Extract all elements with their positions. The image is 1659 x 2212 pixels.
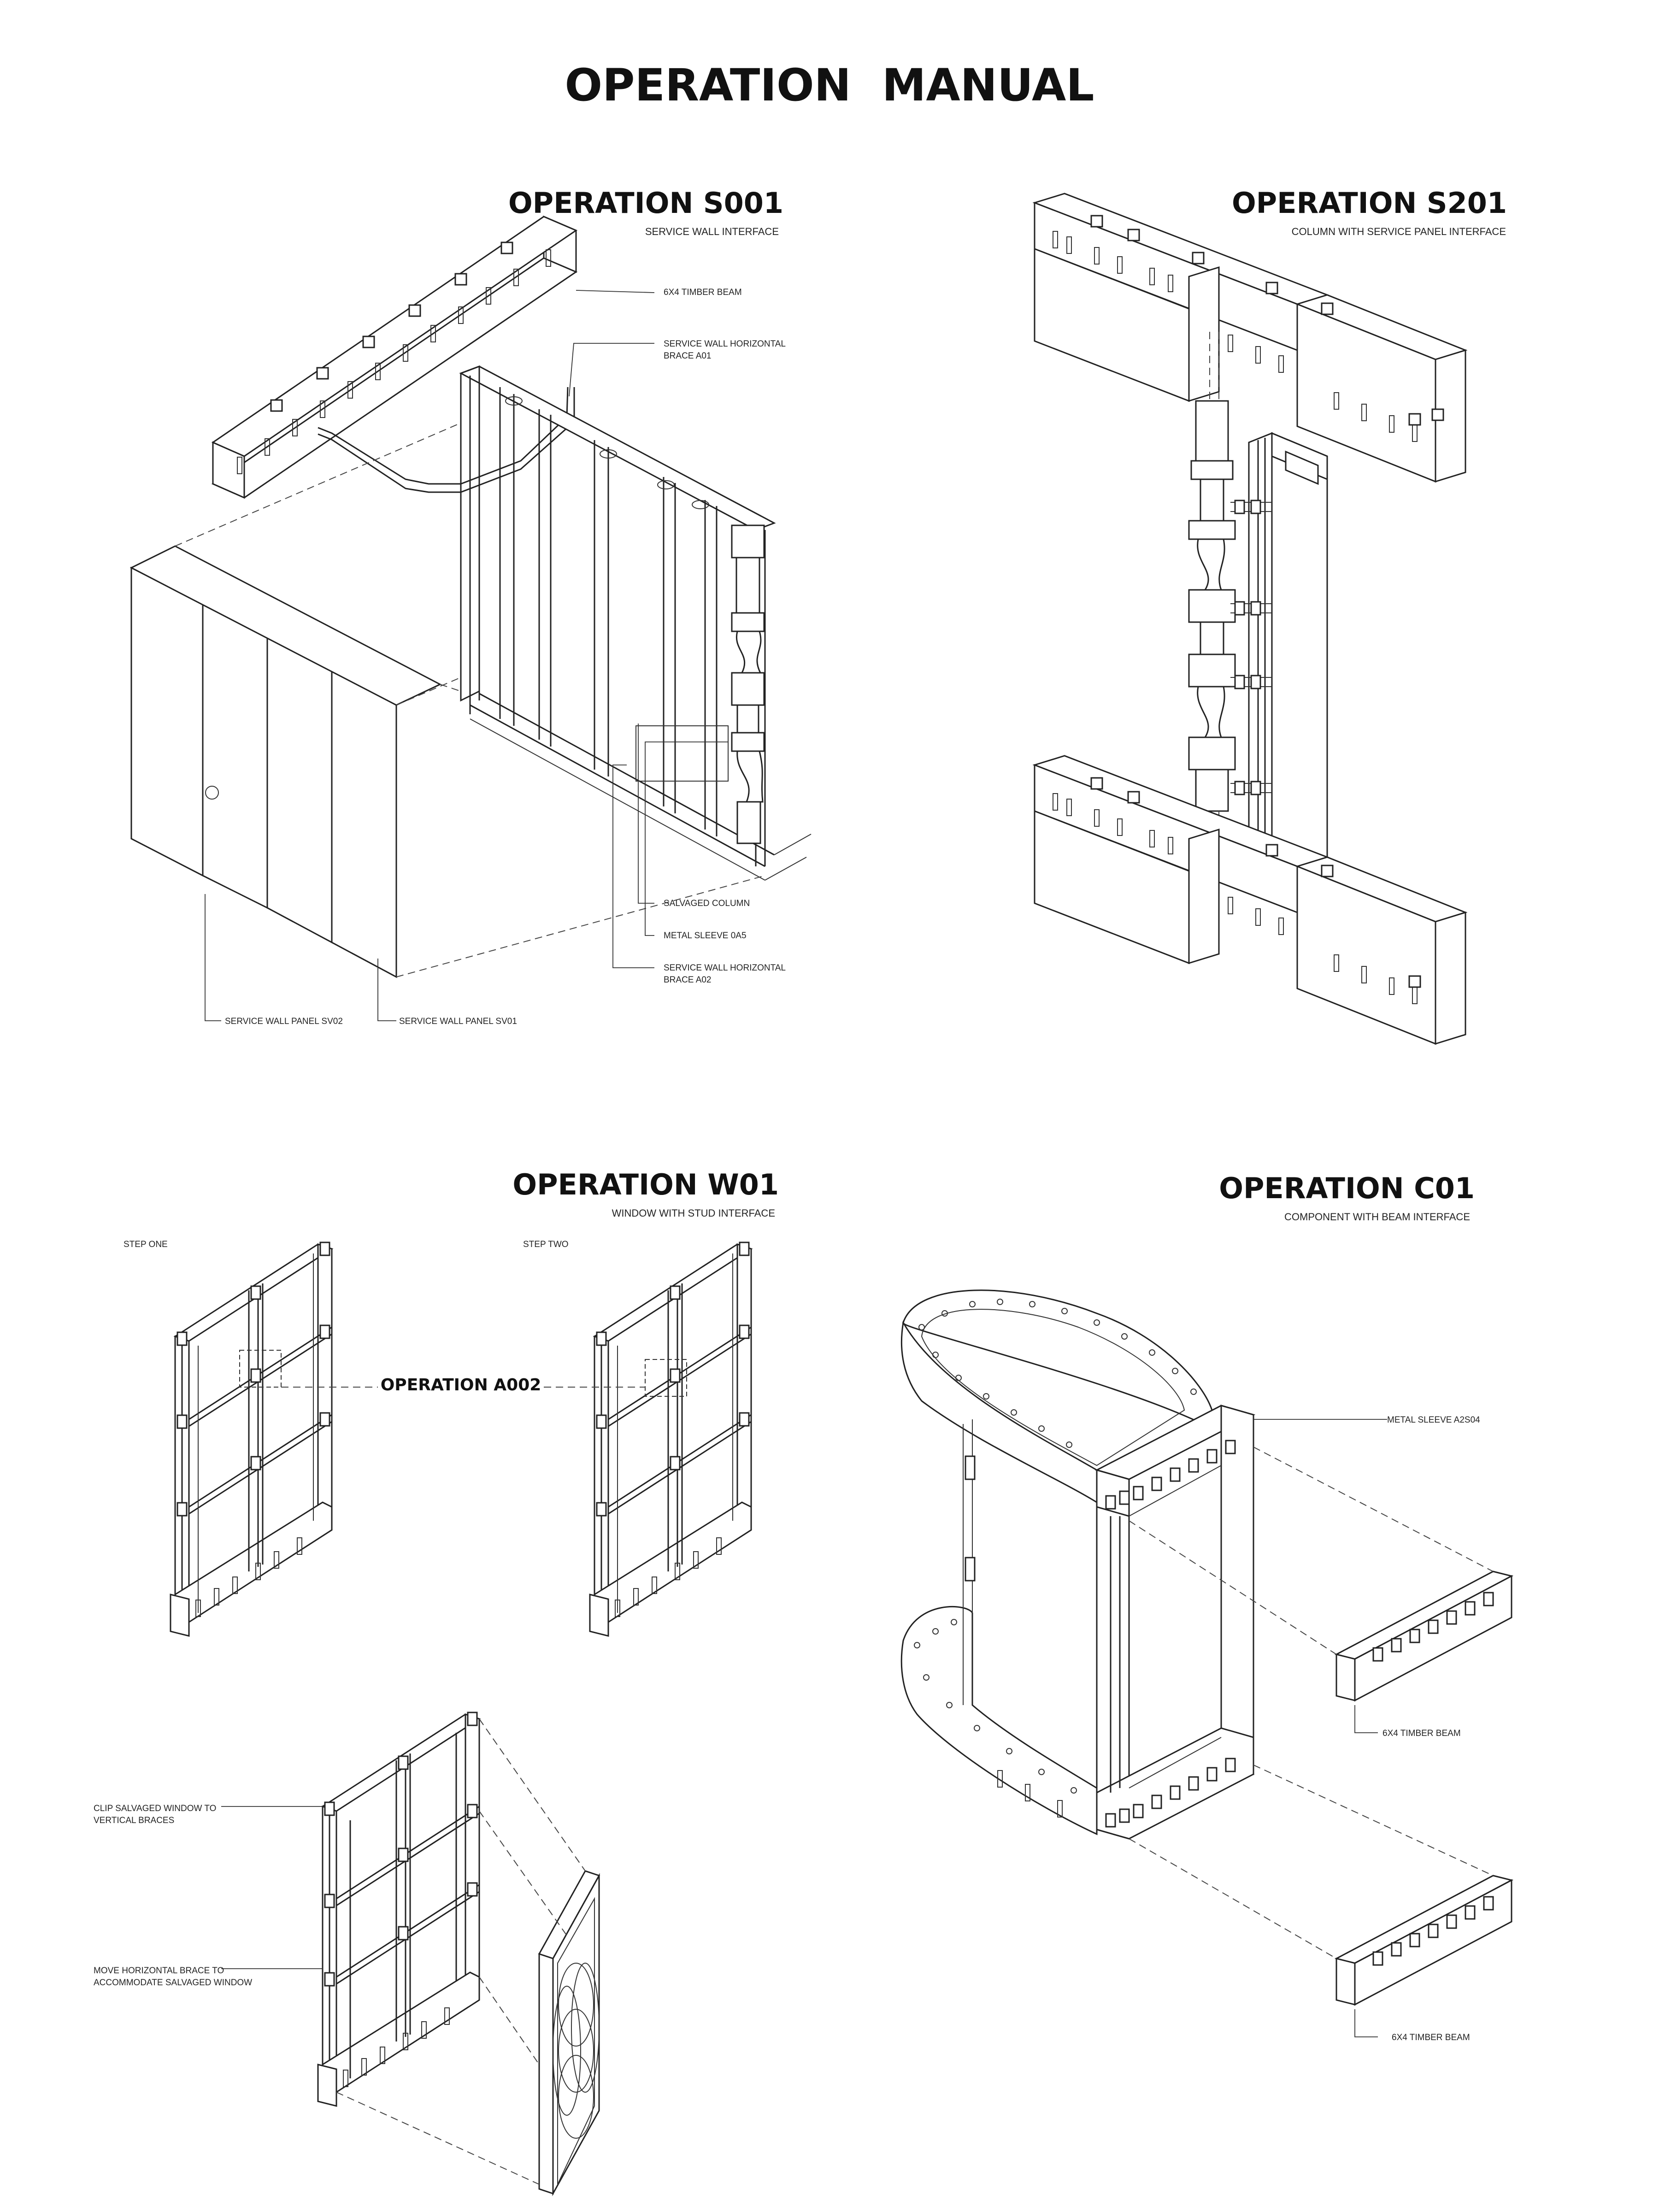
- w01-clip-label-line2: VERTICAL BRACES: [94, 1816, 174, 1825]
- c01-label-beam-1: 6X4 TIMBER BEAM: [1382, 1729, 1461, 1738]
- s001-timber-beam-drawing: [211, 215, 578, 499]
- s201-column-drawing: [1188, 332, 1328, 868]
- s201-bottom-beam-drawing: [1032, 755, 1468, 1045]
- w01-step-one: STEP ONE: [124, 1240, 168, 1249]
- s201-title: OPERATION S201: [1232, 186, 1507, 220]
- w01-clip-label-line1: CLIP SALVAGED WINDOW TO: [94, 1804, 216, 1813]
- w01-subtitle: WINDOW WITH STUD INTERFACE: [612, 1207, 775, 1219]
- w01-step-two: STEP TWO: [523, 1240, 569, 1249]
- c01-timber-beam-2-drawing: [1334, 1875, 1514, 2006]
- s001-subtitle: SERVICE WALL INTERFACE: [645, 226, 779, 237]
- page-title: OPERATION MANUAL: [565, 59, 1094, 111]
- w01-operation-a002: OPERATION A002: [381, 1376, 541, 1394]
- c01-timber-beam-1-drawing: [1334, 1571, 1514, 1702]
- w01-step-one-frame-drawing: [170, 1241, 334, 1637]
- c01-title: OPERATION C01: [1219, 1171, 1475, 1205]
- operation-c01: OPERATION C01 COMPONENT WITH BEAM INTERF…: [900, 1171, 1514, 2042]
- s001-service-panels-drawing: [129, 545, 442, 978]
- s001-label-brace-a02-line1: SERVICE WALL HORIZONTAL: [664, 963, 786, 973]
- s001-label-panel-sv02: SERVICE WALL PANEL SV02: [225, 1017, 343, 1026]
- s001-label-panel-sv01: SERVICE WALL PANEL SV01: [399, 1017, 517, 1026]
- s001-salvaged-column-drawing: [731, 524, 765, 844]
- s001-label-brace-a01-line1: SERVICE WALL HORIZONTAL: [664, 339, 786, 349]
- s001-label-beam: 6X4 TIMBER BEAM: [664, 288, 742, 297]
- s001-label-brace-a02-line2: BRACE A02: [664, 975, 712, 985]
- s001-label-sleeve: METAL SLEEVE 0A5: [664, 931, 747, 941]
- w01-title: OPERATION W01: [512, 1168, 779, 1201]
- c01-component-drawing: [900, 1289, 1256, 1840]
- s001-title: OPERATION S001: [508, 186, 783, 220]
- w01-salvaged-window-drawing: [538, 1870, 600, 2196]
- s201-subtitle: COLUMN WITH SERVICE PANEL INTERFACE: [1292, 226, 1506, 237]
- w01-assembly-frame-drawing: [317, 1712, 481, 2107]
- w01-step-two-frame-drawing: [589, 1241, 753, 1637]
- s001-label-column: SALVAGED COLUMN: [664, 899, 750, 908]
- c01-label-sleeve: METAL SLEEVE A2S04: [1387, 1415, 1480, 1425]
- operation-w01: OPERATION W01 WINDOW WITH STUD INTERFACE…: [94, 1168, 779, 2196]
- w01-move-label-line1: MOVE HORIZONTAL BRACE TO: [94, 1966, 224, 1976]
- w01-move-label-line2: ACCOMMODATE SALVAGED WINDOW: [94, 1978, 252, 1988]
- operation-s001: OPERATION S001 SERVICE WALL INTERFACE: [129, 186, 812, 1026]
- s001-label-brace-a01-line2: BRACE A01: [664, 351, 712, 361]
- s001-wall-frame-drawing: [459, 365, 812, 881]
- c01-subtitle: COMPONENT WITH BEAM INTERFACE: [1284, 1211, 1470, 1223]
- operation-s201: OPERATION S201 COLUMN WITH SERVICE PANEL…: [1032, 186, 1507, 1045]
- c01-label-beam-2: 6X4 TIMBER BEAM: [1392, 2033, 1470, 2042]
- s201-top-beam-drawing: [1032, 193, 1468, 483]
